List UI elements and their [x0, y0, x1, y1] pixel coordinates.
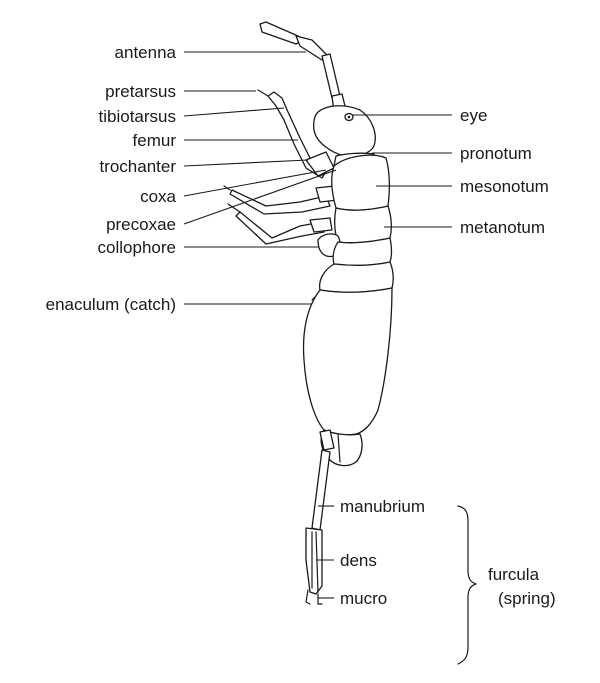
label-pretarsus: pretarsus — [105, 82, 176, 101]
leader-precoxae — [183, 169, 337, 225]
middle-leg — [223, 185, 339, 215]
labels-right: eye pronotum mesonotum metanotum manubri… — [340, 106, 556, 608]
head — [312, 105, 376, 158]
label-metanotum: metanotum — [460, 218, 545, 237]
label-precoxae: precoxae — [106, 215, 176, 234]
abdomen-segment-3 — [302, 287, 393, 436]
leader-lines — [183, 51, 452, 599]
label-furcula: furcula — [488, 565, 540, 584]
springtail-body — [223, 21, 394, 605]
label-femur: femur — [133, 131, 177, 150]
mucro-shape — [305, 589, 311, 605]
labels-left: antenna pretarsus tibiotarsus femur troc… — [46, 43, 177, 314]
dens-shape — [305, 527, 323, 595]
abdomen-segment-1 — [332, 237, 393, 266]
hind-leg — [227, 203, 333, 245]
label-spring: (spring) — [498, 589, 556, 608]
label-mesonotum: mesonotum — [460, 177, 549, 196]
leader-trochanter — [183, 159, 309, 167]
label-pronotum: pronotum — [460, 144, 532, 163]
label-manubrium: manubrium — [340, 497, 425, 516]
abdomen-segment-2 — [318, 261, 394, 293]
label-enaculum: enaculum (catch) — [46, 295, 176, 314]
leader-tibiotarsus — [183, 107, 285, 117]
metanotum-segment — [334, 205, 392, 244]
label-mucro: mucro — [340, 589, 387, 608]
leader-coxa — [183, 169, 327, 197]
label-tibiotarsus: tibiotarsus — [99, 107, 176, 126]
label-dens: dens — [340, 551, 377, 570]
manubrium-shape — [311, 449, 331, 531]
label-antenna: antenna — [115, 43, 177, 62]
label-trochanter: trochanter — [99, 157, 176, 176]
furcula-brace — [457, 505, 477, 665]
label-eye: eye — [460, 106, 487, 125]
label-collophore: collophore — [98, 238, 176, 257]
mesonotum-segment — [331, 154, 390, 211]
label-coxa: coxa — [140, 187, 176, 206]
